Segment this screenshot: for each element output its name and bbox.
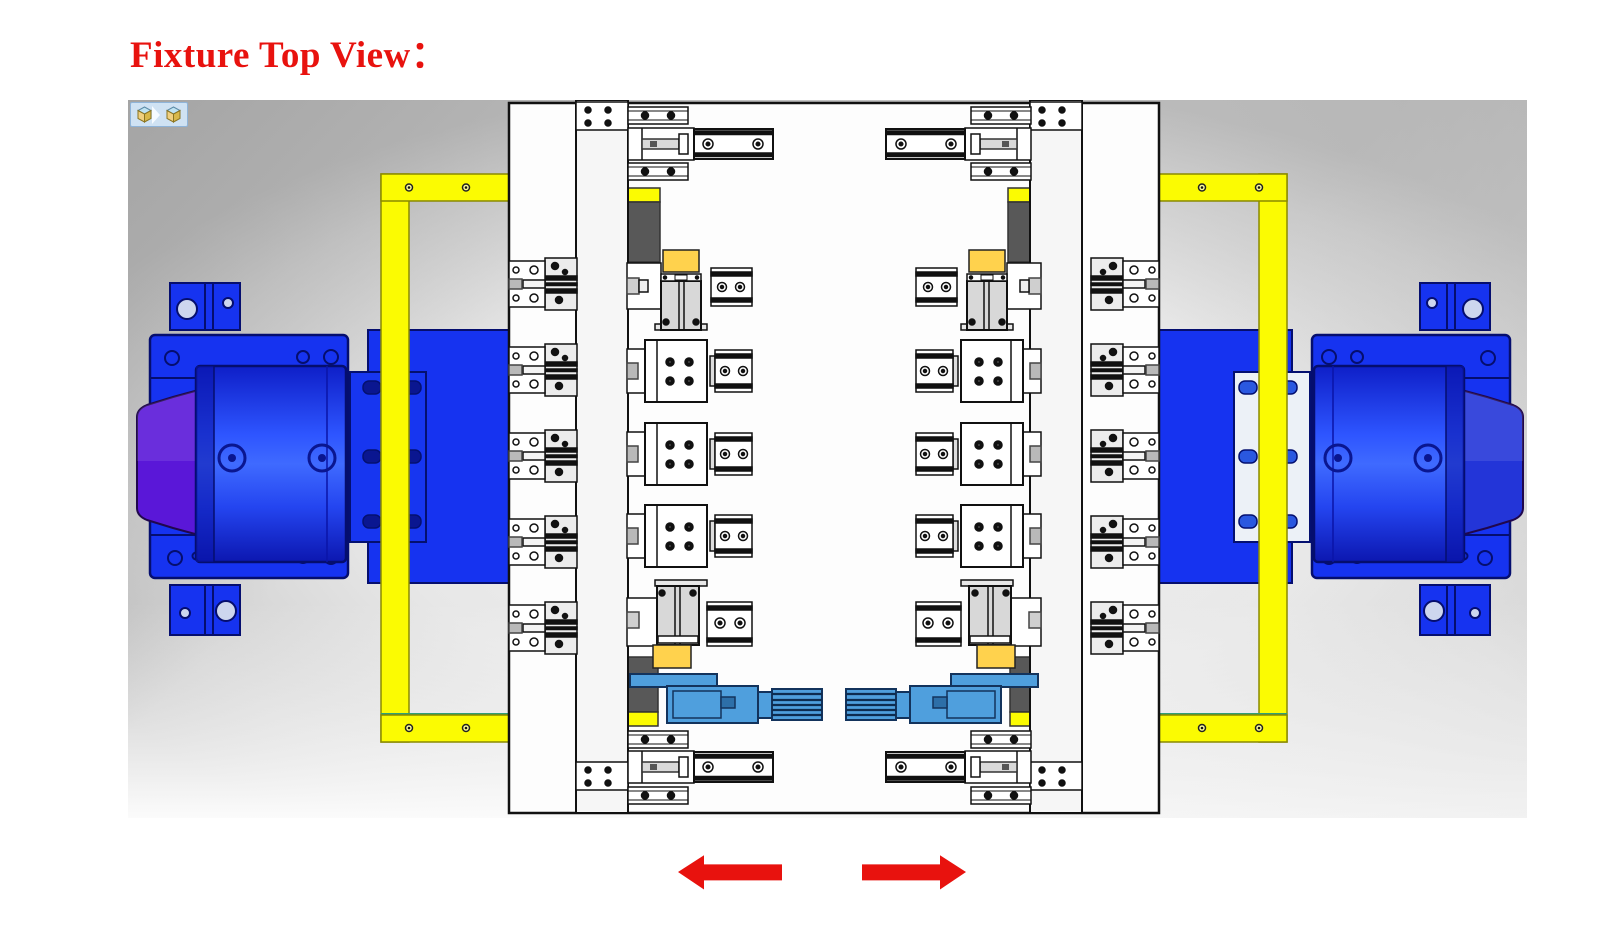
assembly-cube-icon[interactable] — [136, 106, 153, 123]
gripper-unit — [1090, 515, 1160, 569]
arrow-left-icon — [678, 855, 782, 890]
rail-cap — [1029, 761, 1083, 791]
fixture-top-view-drawing — [135, 100, 1525, 815]
clamp-unit — [626, 339, 753, 403]
clamp-unit — [626, 504, 753, 568]
gripper-unit — [1090, 343, 1160, 397]
gripper-unit — [508, 343, 578, 397]
gripper-unit — [508, 515, 578, 569]
right-spindle-assembly — [1148, 281, 1525, 637]
gripper-unit — [1090, 429, 1160, 483]
rail-cap — [575, 101, 629, 131]
gripper-unit — [1090, 601, 1160, 655]
gripper-unit — [508, 429, 578, 483]
page-title: Fixture Top View： — [130, 35, 449, 76]
arrow-right-icon — [862, 855, 966, 890]
clamp-unit — [915, 339, 1042, 403]
cad-viewport — [128, 100, 1527, 818]
assembly-breadcrumb[interactable] — [130, 102, 188, 127]
chevron-right-icon — [151, 105, 160, 124]
left-spindle-assembly — [135, 281, 512, 637]
rail-cap — [1029, 101, 1083, 131]
rail-cap — [575, 761, 629, 791]
clamp-unit — [915, 504, 1042, 568]
clamp-unit — [915, 422, 1042, 486]
gripper-unit — [508, 257, 578, 311]
clamp-unit — [626, 422, 753, 486]
left-rail-column — [575, 100, 629, 814]
gripper-unit — [508, 601, 578, 655]
gripper-unit — [1090, 257, 1160, 311]
assembly-cube-icon[interactable] — [165, 106, 182, 123]
